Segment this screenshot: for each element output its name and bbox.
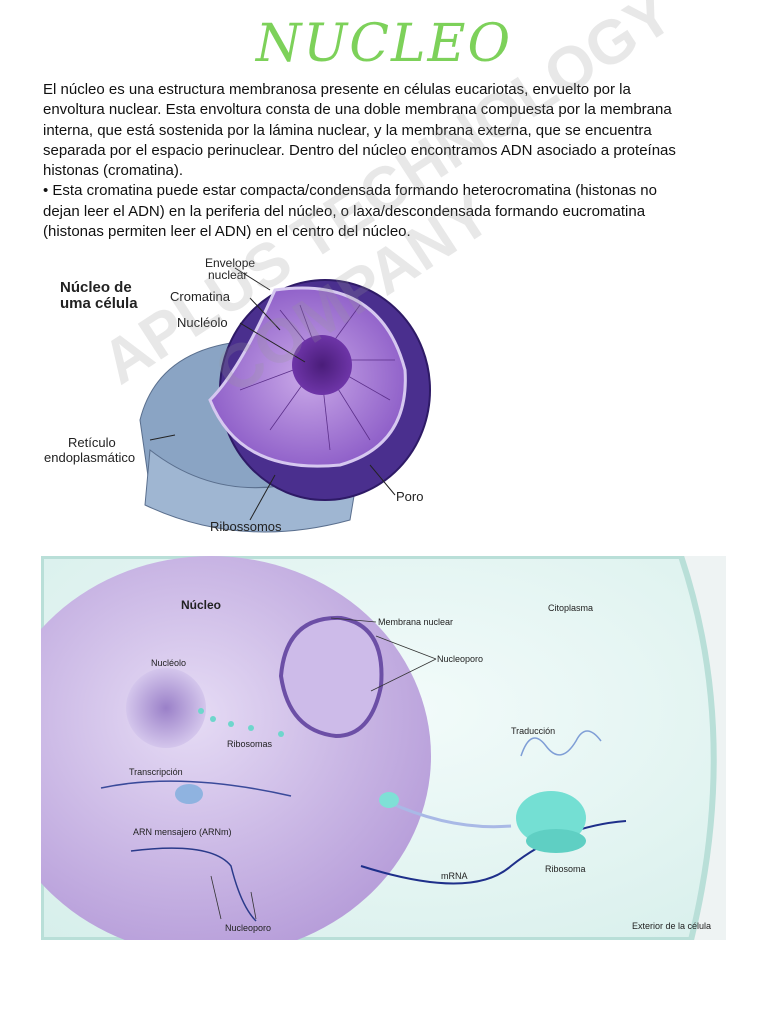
nuclear-membrane-fold	[278, 615, 384, 739]
label-arnm: ARN mensajero (ARNm)	[133, 827, 232, 837]
label-nucleolo: Nucléolo	[151, 658, 186, 668]
label-mrna: mRNA	[441, 871, 468, 881]
intro-paragraph: El núcleo es una estructura membranosa p…	[43, 81, 676, 180]
label-nucleoporo-bottom: Nucleoporo	[225, 923, 271, 933]
fig1-title-line2: uma célula	[60, 295, 138, 312]
label-exterior: Exterior de la célula	[632, 921, 711, 931]
label-membrana-nuclear: Membrana nuclear	[378, 617, 453, 627]
label-transcripcion: Transcripción	[129, 767, 183, 777]
label-nucleolo: Nucléolo	[177, 315, 228, 330]
mrna-strand	[130, 847, 257, 922]
ribosome-particles	[198, 708, 284, 737]
ribosome-lower	[526, 829, 586, 853]
nucleus-diagram: Núcleo Membrana nuclear Citoplasma Nucle…	[41, 556, 726, 940]
label-reticulo-line2: endoplasmático	[44, 450, 135, 465]
body-text: El núcleo es una estructura membranosa p…	[43, 80, 683, 242]
nucleolus	[292, 335, 352, 395]
bullet-paragraph: • Esta cromatina puede estar compacta/co…	[43, 182, 657, 241]
dna-strand	[100, 780, 292, 797]
label-envelope-line1: Envelope	[205, 256, 255, 270]
page-title: NUCLEO	[255, 14, 513, 74]
transcription-complex	[175, 784, 203, 804]
label-envelope-line2: nuclear	[208, 268, 247, 282]
ribosome-small	[379, 792, 399, 808]
nucleus-3d-figure: Núcleo de uma célula Envelope nuclear Cr…	[44, 256, 431, 534]
nucleolus	[126, 668, 206, 748]
label-cromatina: Cromatina	[170, 289, 231, 304]
label-ribosomas: Ribosomas	[227, 739, 273, 749]
label-nucleoporo-top: Nucleoporo	[437, 654, 483, 664]
label-poro: Poro	[396, 489, 423, 504]
protein-chain	[520, 730, 602, 757]
label-citoplasma: Citoplasma	[548, 603, 593, 613]
mrna-cytoplasm	[360, 820, 627, 885]
label-traduccion: Traducción	[511, 726, 555, 736]
label-reticulo-line1: Retículo	[68, 435, 116, 450]
export-arrow	[385, 799, 512, 829]
label-ribossomos: Ribossomos	[210, 519, 282, 534]
fig1-title-line1: Núcleo de	[60, 279, 132, 296]
label-nucleo: Núcleo	[181, 598, 221, 612]
label-ribosoma: Ribosoma	[545, 864, 586, 874]
